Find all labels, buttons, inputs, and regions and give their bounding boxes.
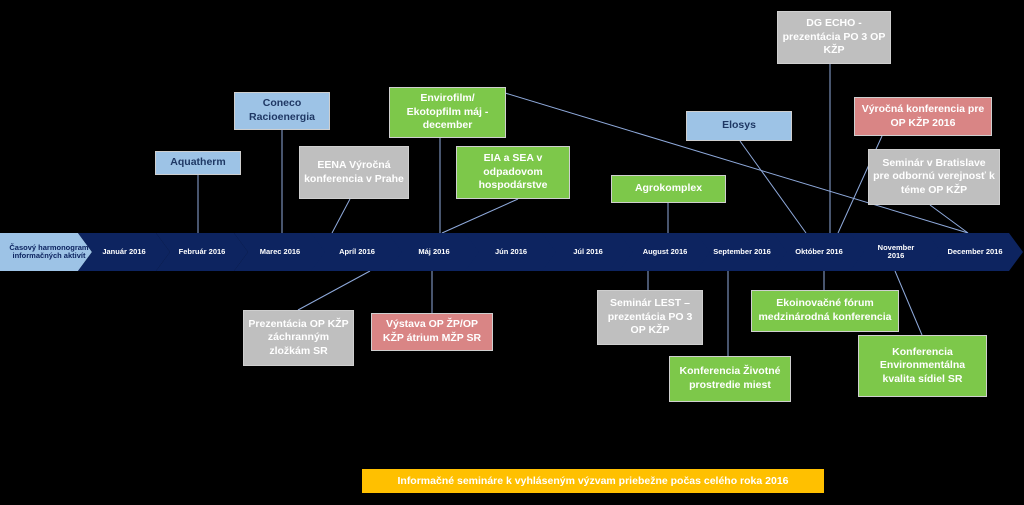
month-label: Apríl 2016 (339, 246, 375, 256)
event-envirofilm: Envirofilm/ Ekotopfilm máj - december (389, 87, 506, 138)
month-label: Máj 2016 (418, 246, 450, 256)
month-segment-october: Október 2016 (773, 233, 865, 271)
event-eena-vyrocna-konferencia: EENA Výročná konferencia v Prahe (299, 146, 409, 199)
connector-konf-eks (894, 270, 923, 336)
event-elosys: Elosys (686, 111, 792, 141)
event-konferencia-zivotne-prostredie-miest: Konferencia Životné prostredie miest (669, 356, 791, 402)
event-agrokomplex: Agrokomplex (611, 175, 726, 203)
event-aquatherm: Aquatherm (155, 151, 241, 175)
event-seminar-lest: Seminár LEST – prezentácia PO 3 OP KŽP (597, 290, 703, 345)
month-segment-january: Január 2016 (78, 233, 170, 271)
event-coneco-racioenergia: Coneco Racioenergia (234, 92, 330, 130)
event-prezentacia-zachrannym-zlozkam: Prezentácia OP KŽP záchranným zložkám SR (243, 310, 354, 366)
event-vyrocna-konferencia-op-kzp: Výročná konferencia pre OP KŽP 2016 (854, 97, 992, 136)
timeline-title-segment: Časový harmonogram informačných aktivít (0, 233, 92, 271)
month-label: Október 2016 (795, 246, 843, 256)
month-label: Marec 2016 (259, 246, 301, 256)
month-segment-july: Júl 2016 (542, 233, 634, 271)
month-label: September 2016 (713, 246, 771, 256)
month-label: December 2016 (947, 246, 1003, 256)
connector-elosys (739, 140, 807, 234)
month-segment-september: September 2016 (696, 233, 788, 271)
month-segment-november: November 2016 (850, 233, 942, 271)
connector-eia (441, 198, 519, 234)
month-segment-december: December 2016 (927, 233, 1023, 271)
connector-eena (331, 198, 351, 234)
month-segment-may: Máj 2016 (388, 233, 480, 271)
month-label: Júl 2016 (573, 246, 603, 256)
timeline-bar: Časový harmonogram informačných aktivít … (0, 233, 1024, 271)
month-label: Február 2016 (178, 246, 226, 256)
event-seminar-bratislava: Seminár v Bratislave pre odbornú verejno… (868, 149, 1000, 205)
month-label: August 2016 (642, 246, 688, 256)
connector-prezentacia (297, 270, 371, 311)
connector-seminar-ba (929, 204, 969, 234)
footer-banner: Informačné semináre k vyhláseným výzvam … (362, 469, 824, 493)
month-label: Január 2016 (102, 246, 146, 256)
month-label: November 2016 (877, 242, 915, 260)
footer-text: Informačné semináre k vyhláseným výzvam … (397, 475, 789, 487)
month-label: Jún 2016 (494, 246, 528, 256)
month-segment-june: Jún 2016 (465, 233, 557, 271)
timeline-title: Časový harmonogram informačných aktivít (9, 242, 89, 260)
event-vystava-op-zp: Výstava OP ŽP/OP KŽP átrium MŽP SR (371, 313, 493, 351)
event-dg-echo: DG ECHO - prezentácia PO 3 OP KŽP (777, 11, 891, 64)
event-ekoinovacne-forum: Ekoinovačné fórum medzinárodná konferenc… (751, 290, 899, 332)
month-segment-april: Apríl 2016 (311, 233, 403, 271)
event-eia-sea: EIA a SEA v odpadovom hospodárstve (456, 146, 570, 199)
month-segment-february: Február 2016 (156, 233, 248, 271)
month-segment-august: August 2016 (619, 233, 711, 271)
month-segment-march: Marec 2016 (234, 233, 326, 271)
event-konferencia-environmentalna-kvalita: Konferencia Environmentálna kvalita sídi… (858, 335, 987, 397)
